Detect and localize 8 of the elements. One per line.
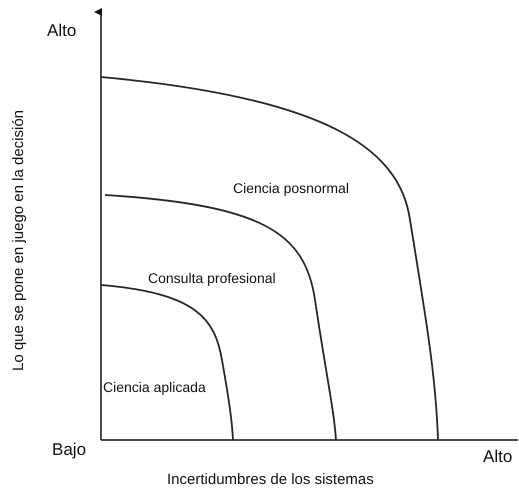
axis-title: Incertidumbres de los sistemas — [167, 472, 374, 487]
axis-end-label: Bajo — [52, 441, 86, 458]
axis-end-label: Alto — [47, 22, 76, 39]
axis-title: Lo que se pone en juego en la decisión — [10, 109, 26, 371]
region-label: Ciencia posnormal — [233, 181, 349, 195]
region-label: Ciencia aplicada — [103, 380, 206, 394]
region-label: Consulta profesional — [148, 271, 276, 285]
axis-end-label: Alto — [483, 448, 512, 465]
